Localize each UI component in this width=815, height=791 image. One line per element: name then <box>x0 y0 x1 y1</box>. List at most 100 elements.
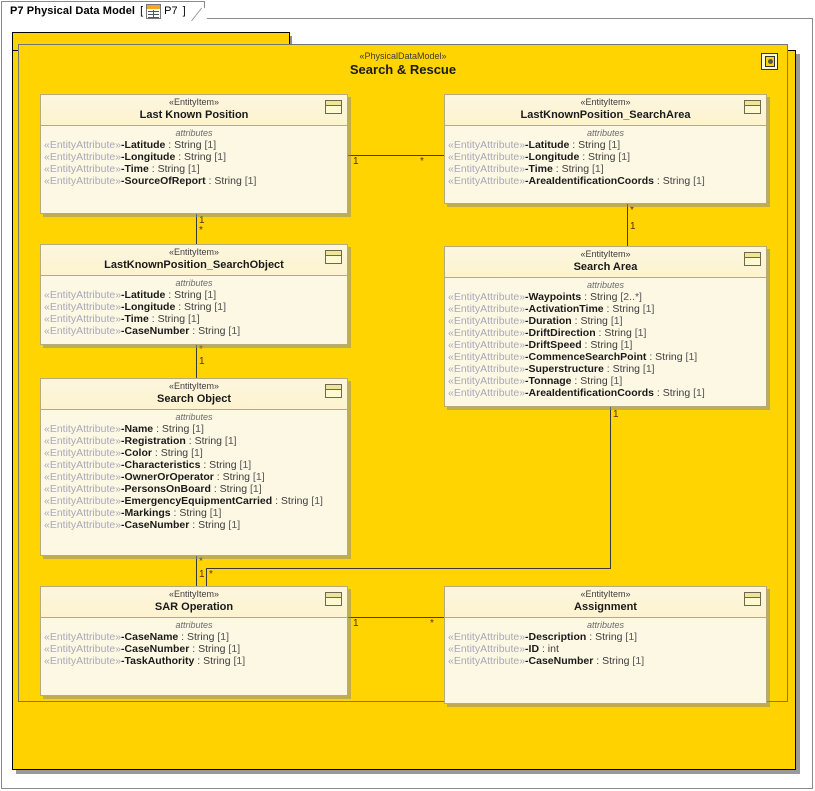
attribute-stereotype: «EntityAttribute» <box>448 163 526 175</box>
attribute-row: «EntityAttribute»-Characteristics : Stri… <box>41 459 347 471</box>
attribute-name: -AreaIdentificationCoords <box>525 175 654 187</box>
attribute-stereotype: «EntityAttribute» <box>44 325 122 337</box>
entity-attributes-compartment: attributes «EntityAttribute»-Latitude : … <box>445 126 766 191</box>
entity-sar-operation[interactable]: «EntityItem» SAR Operation attributes «E… <box>40 586 348 696</box>
mult-lkp-searcharea-src: 1 <box>353 156 359 167</box>
attribute-stereotype: «EntityAttribute» <box>44 459 122 471</box>
entity-lastknownposition-searchobject[interactable]: «EntityItem» LastKnownPosition_SearchObj… <box>40 244 348 345</box>
attribute-type: : String <box>175 151 212 163</box>
attribute-multiplicity: [1] <box>225 325 241 337</box>
bracket-open: [ <box>140 5 144 17</box>
attribute-type: : String <box>153 423 190 435</box>
attribute-multiplicity: [1] <box>607 375 623 387</box>
connector-sar-branch-stub[interactable] <box>206 568 207 586</box>
attribute-multiplicity: [1] <box>690 175 705 187</box>
attribute-row: «EntityAttribute»-Time : String [1] <box>41 163 347 175</box>
attribute-stereotype: «EntityAttribute» <box>448 363 526 375</box>
mult-searchobject-tgt: 1 <box>199 356 205 367</box>
entity-item-icon <box>325 384 342 398</box>
entity-attributes-compartment: attributes «EntityAttribute»-Latitude : … <box>41 276 347 341</box>
attribute-multiplicity: [1] <box>222 435 237 447</box>
attribute-name: -Latitude <box>121 289 166 301</box>
entity-item-icon <box>325 250 342 264</box>
attribute-row: «EntityAttribute»-AreaIdentificationCoor… <box>445 175 766 187</box>
entity-attributes-compartment: attributes «EntityAttribute»-Name : Stri… <box>41 410 347 535</box>
attribute-name: -Latitude <box>121 139 166 151</box>
connector-lkp-to-searchobject[interactable] <box>196 214 197 245</box>
attribute-stereotype: «EntityAttribute» <box>448 655 526 667</box>
attribute-multiplicity: [1] <box>188 447 203 459</box>
attribute-multiplicity: [2..*] <box>617 291 642 303</box>
entity-search-area[interactable]: «EntityItem» Search Area attributes «Ent… <box>444 246 767 407</box>
attribute-type: : String <box>151 447 189 459</box>
attribute-row: «EntityAttribute»-CaseNumber : String [1… <box>41 325 347 337</box>
attribute-row: «EntityAttribute»-ActivationTime : Strin… <box>445 303 766 315</box>
attribute-multiplicity: [1] <box>201 139 217 151</box>
connector-searcharea-to-sar-horizontal[interactable] <box>206 568 611 569</box>
attribute-type: : String <box>148 163 186 175</box>
entity-last-known-position[interactable]: «EntityItem» Last Known Position attribu… <box>40 94 348 214</box>
attribute-multiplicity: [1] <box>214 631 230 643</box>
attribute-row: «EntityAttribute»-Latitude : String [1] <box>41 289 347 301</box>
diagram-frame-tab[interactable]: P7 Physical Data Model [ P7 ] <box>1 1 205 20</box>
attribute-type: : String <box>189 519 226 531</box>
compartment-label: attributes <box>175 278 213 288</box>
attribute-row: «EntityAttribute»-CaseNumber : String [1… <box>445 655 766 667</box>
connector-searcharea-assoc[interactable] <box>627 201 628 246</box>
attribute-multiplicity: [1] <box>622 631 638 643</box>
attribute-row: «EntityAttribute»-TaskAuthority : String… <box>41 655 347 667</box>
entity-lastknownposition-searcharea[interactable]: «EntityItem» LastKnownPosition_SearchAre… <box>444 94 767 204</box>
package-anchor-icon[interactable] <box>761 53 778 70</box>
attribute-multiplicity: [1] <box>589 163 604 175</box>
attribute-name: -CaseNumber <box>121 519 190 531</box>
package-name: Search & Rescue <box>349 62 457 77</box>
attribute-stereotype: «EntityAttribute» <box>44 447 122 459</box>
attribute-stereotype: «EntityAttribute» <box>44 163 122 175</box>
entity-stereotype: «EntityItem» <box>580 589 631 599</box>
attribute-row: «EntityAttribute»-DriftSpeed : String [1… <box>445 339 766 351</box>
attribute-type: : String <box>165 139 202 151</box>
attribute-name: -EmergencyEquipmentCarried <box>121 495 273 507</box>
attribute-type: : String <box>603 363 640 375</box>
entity-header: «EntityItem» SAR Operation <box>41 587 347 618</box>
connector-sar-to-assignment[interactable] <box>348 617 444 618</box>
attribute-multiplicity: [1] <box>225 519 241 531</box>
entity-stereotype: «EntityItem» <box>580 249 631 259</box>
mult-lkp-searcharea-tgt: * <box>420 156 424 167</box>
connector-lkp-to-searcharea[interactable] <box>348 155 444 156</box>
attribute-type: : String <box>185 435 222 447</box>
attribute-row: «EntityAttribute»-OwnerOrOperator : Stri… <box>41 471 347 483</box>
attribute-type: : String <box>653 387 691 399</box>
entity-assignment[interactable]: «EntityItem» Assignment attributes «Enti… <box>444 586 767 704</box>
attribute-row: «EntityAttribute»-CaseNumber : String [1… <box>41 519 347 531</box>
attribute-stereotype: «EntityAttribute» <box>44 519 122 531</box>
entity-name: Assignment <box>574 601 637 613</box>
attribute-row: «EntityAttribute»-Duration : String [1] <box>445 315 766 327</box>
attribute-name: -OwnerOrOperator <box>121 471 214 483</box>
entity-stereotype: «EntityItem» <box>168 97 220 107</box>
entity-attributes-compartment: attributes «EntityAttribute»-CaseName : … <box>41 618 347 671</box>
connector-searchobject-assoc[interactable] <box>196 345 197 378</box>
attribute-type: : String <box>213 471 251 483</box>
attribute-row: «EntityAttribute»-Registration : String … <box>41 435 347 447</box>
attribute-type: : String <box>205 175 242 187</box>
entity-header: «EntityItem» Assignment <box>445 587 766 618</box>
entity-header: «EntityItem» LastKnownPosition_SearchObj… <box>41 245 347 276</box>
attribute-type: : String <box>210 483 248 495</box>
entity-stereotype: «EntityItem» <box>168 247 220 257</box>
entity-item-icon <box>325 592 342 606</box>
connector-searcharea-to-sar-vertical[interactable] <box>610 407 611 569</box>
entity-search-object[interactable]: «EntityItem» Search Object attributes «E… <box>40 378 348 556</box>
compartment-label: attributes <box>586 128 625 138</box>
connector-searchobject-to-sar[interactable] <box>196 556 197 586</box>
attribute-stereotype: «EntityAttribute» <box>44 643 122 655</box>
compartment-label: attributes <box>175 620 213 630</box>
entity-item-icon <box>744 100 761 114</box>
attribute-row: «EntityAttribute»-Time : String [1] <box>445 163 766 175</box>
attribute-type: : String <box>581 339 618 351</box>
attribute-stereotype: «EntityAttribute» <box>44 313 122 325</box>
attribute-name: -Longitude <box>121 301 176 313</box>
attribute-multiplicity: [1] <box>639 303 655 315</box>
attribute-name: -ID <box>525 643 540 655</box>
attribute-stereotype: «EntityAttribute» <box>44 151 122 163</box>
